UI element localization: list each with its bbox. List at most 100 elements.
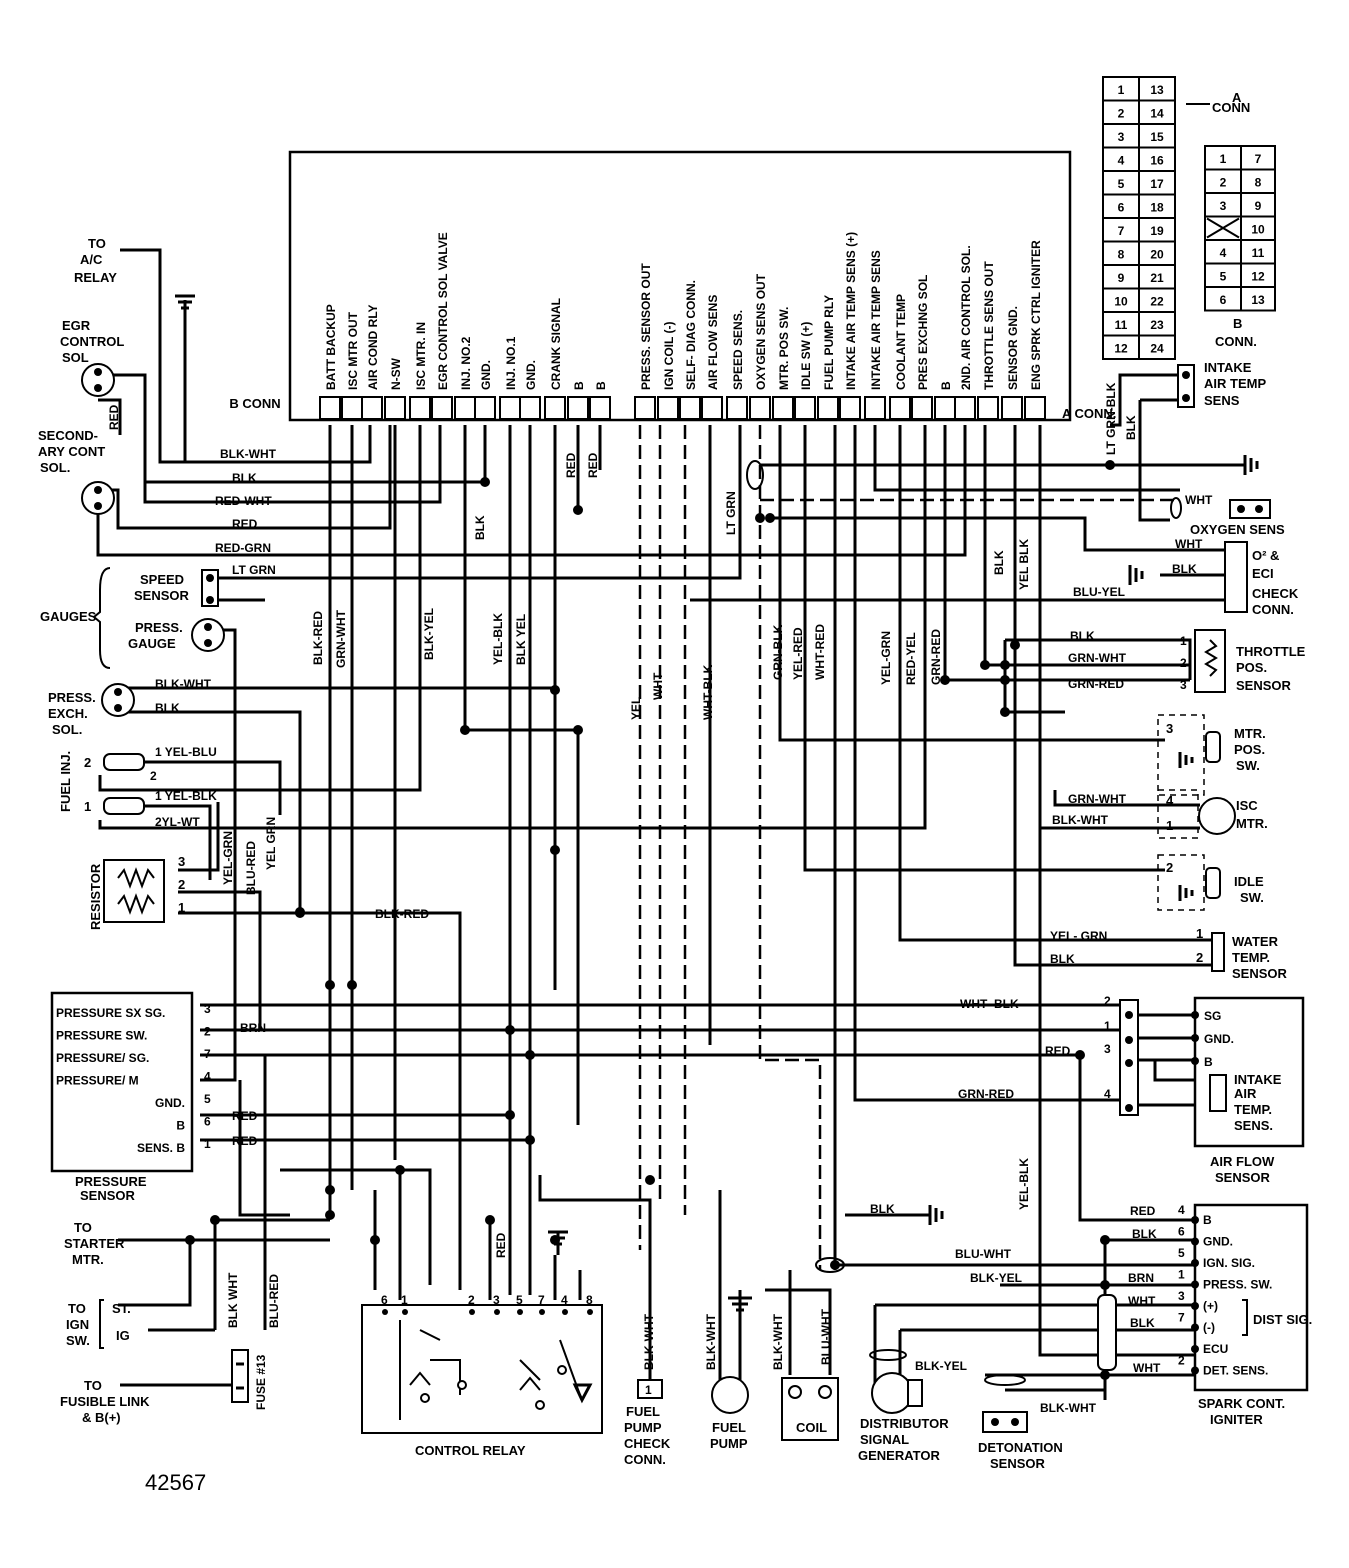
ecu-terminal bbox=[749, 396, 771, 420]
svg-text:ARY CONT: ARY CONT bbox=[38, 444, 105, 459]
pressure-sensor-pin: 6 bbox=[204, 1115, 211, 1129]
svg-text:FUSE #13: FUSE #13 bbox=[254, 1354, 268, 1410]
wire-label: YEL GRN bbox=[264, 817, 278, 870]
fuel-pump-check-conn: 1 FUEL PUMP CHECK CONN. bbox=[624, 1379, 671, 1467]
svg-text:CONN.: CONN. bbox=[1252, 602, 1294, 617]
ecu-pin-label: CRANK SIGNAL bbox=[549, 298, 563, 390]
junction-dot bbox=[1075, 1050, 1085, 1060]
wire-label: RED bbox=[232, 517, 258, 531]
ground-symbol-o2 bbox=[1243, 455, 1259, 475]
igniter-row-label: PRESS. SW. bbox=[1203, 1278, 1272, 1292]
ecu-pin-label: B bbox=[572, 381, 586, 390]
ground-symbol-igniter bbox=[905, 1205, 944, 1225]
ecu-pin-label: PRES EXCHNG SOL bbox=[916, 275, 930, 390]
igniter-row-label: (+) bbox=[1203, 1299, 1218, 1313]
wire-label: YEL-RED bbox=[791, 627, 805, 680]
afs-terminal bbox=[1191, 1011, 1199, 1019]
ecu-pin-label: B bbox=[594, 381, 608, 390]
wire-label: BLK-RED bbox=[375, 907, 429, 921]
ecu-pin-label: SENSOR GND. bbox=[1006, 306, 1020, 390]
junction-dot bbox=[1000, 707, 1010, 717]
ign-sw-label: TO IGN SW. ST. IG bbox=[66, 1299, 131, 1349]
fusible-link-label: TO FUSIBLE LINK & B(+) bbox=[60, 1378, 150, 1425]
junction-dot bbox=[325, 1185, 335, 1195]
wire-label: LT GRN bbox=[232, 563, 276, 577]
svg-text:IG: IG bbox=[116, 1328, 130, 1343]
svg-text:FUEL: FUEL bbox=[626, 1404, 660, 1419]
ecu-pin-label: N-SW bbox=[389, 357, 403, 390]
svg-text:COIL: COIL bbox=[796, 1420, 827, 1435]
pressure-sensor-row: PRESSURE/ M bbox=[56, 1074, 139, 1088]
ecu-terminal bbox=[839, 396, 861, 420]
wire-label: BLK bbox=[992, 550, 1006, 575]
pressure-sensor-row: PRESSURE SX SG. bbox=[56, 1006, 165, 1020]
wire-label: 2YL-WT bbox=[155, 815, 200, 829]
ecu-pin-label: GND. bbox=[524, 360, 538, 390]
svg-text:IGNITER: IGNITER bbox=[1210, 1412, 1263, 1427]
svg-text:TEMP.: TEMP. bbox=[1232, 950, 1270, 965]
svg-text:1: 1 bbox=[1166, 818, 1173, 833]
svg-text:TO: TO bbox=[74, 1220, 92, 1235]
ecu-a-conn-label: A CONN. bbox=[1062, 406, 1116, 421]
conn-b-cross bbox=[1206, 217, 1240, 239]
ecu-pin-label: INTAKE AIR TEMP SENS (+) bbox=[844, 232, 858, 390]
conn-a-cell bbox=[1138, 334, 1176, 360]
relay-pin-dot bbox=[469, 1309, 475, 1315]
wire-label: YEL bbox=[629, 697, 643, 720]
conn-a-num: 17 bbox=[1150, 177, 1164, 191]
ecu-pin-label: BATT BACKUP bbox=[324, 304, 338, 390]
junction-dot bbox=[525, 1050, 535, 1060]
igniter-terminal bbox=[1191, 1259, 1199, 1267]
wire-label: RED bbox=[494, 1232, 508, 1258]
svg-text:DIST SIG.: DIST SIG. bbox=[1253, 1312, 1312, 1327]
svg-text:WATER: WATER bbox=[1232, 934, 1279, 949]
ecu-pin-label: ISC MTR. IN bbox=[414, 322, 428, 390]
ecu-pin-label: FUEL PUMP RLY bbox=[822, 295, 836, 390]
ecu-terminal bbox=[817, 396, 839, 420]
throttle-position-sensor: 123 THROTTLE POS. SENSOR bbox=[1180, 629, 1306, 693]
idle-switch: 2 IDLE SW. bbox=[1157, 854, 1264, 911]
ecu-pin-label: IDLE SW (+) bbox=[799, 322, 813, 390]
wire-label: BLK-WHT bbox=[155, 677, 212, 691]
afs-pin: 3 bbox=[1104, 1042, 1111, 1056]
wire-label: BLK-WHT bbox=[771, 1313, 785, 1370]
pressure-sensor-pin: 5 bbox=[204, 1092, 211, 1106]
igniter-pin: 6 bbox=[1178, 1225, 1185, 1239]
ecu-pin-label: INJ. NO.2 bbox=[459, 336, 473, 390]
svg-text:SENSOR: SENSOR bbox=[1232, 966, 1288, 981]
wire-label: WHT-BLK bbox=[701, 664, 715, 720]
press-gauge: PRESS. GAUGE bbox=[128, 618, 225, 652]
igniter-pin: 4 bbox=[1178, 1203, 1185, 1217]
conn-b-num: 4 bbox=[1220, 246, 1227, 260]
svg-text:FUEL: FUEL bbox=[712, 1420, 746, 1435]
conn-a-num: 15 bbox=[1150, 130, 1164, 144]
wire-label: BLK-YEL bbox=[915, 1359, 967, 1373]
conn-b-num: 6 bbox=[1220, 293, 1227, 307]
wire-label: RED-YEL bbox=[904, 632, 918, 685]
svg-text:SENS.: SENS. bbox=[1234, 1118, 1273, 1133]
fuel-pump: FUEL PUMP bbox=[710, 1296, 752, 1451]
conn-a-num: 14 bbox=[1150, 107, 1164, 121]
svg-text:SOL.: SOL. bbox=[40, 460, 70, 475]
conn-b-num: 9 bbox=[1255, 199, 1262, 213]
oxygen-sensor: OXYGEN SENS bbox=[1170, 497, 1285, 537]
wire-label: BLK bbox=[473, 515, 487, 540]
pressure-sensor-row: B bbox=[176, 1119, 185, 1133]
intake-air-temp-sens-top: INTAKE AIR TEMP SENS bbox=[1177, 360, 1266, 408]
wire-label: BLK bbox=[1172, 562, 1197, 576]
wire-label: BLK-YEL bbox=[422, 608, 436, 660]
igniter-terminal bbox=[1191, 1237, 1199, 1246]
svg-text:AIR FLOW: AIR FLOW bbox=[1210, 1154, 1275, 1169]
afs-pin: 4 bbox=[1104, 1087, 1111, 1101]
wire-label: GRN-RED bbox=[1068, 677, 1124, 691]
afs-pin: 1 bbox=[1104, 1019, 1111, 1033]
ecu-pin-label: EGR CONTROL SOL VALVE bbox=[436, 232, 450, 390]
wire-label: YEL-BLK bbox=[491, 613, 505, 665]
conn-a-num: 6 bbox=[1118, 201, 1125, 215]
relay-pin-number: 2 bbox=[468, 1293, 475, 1307]
